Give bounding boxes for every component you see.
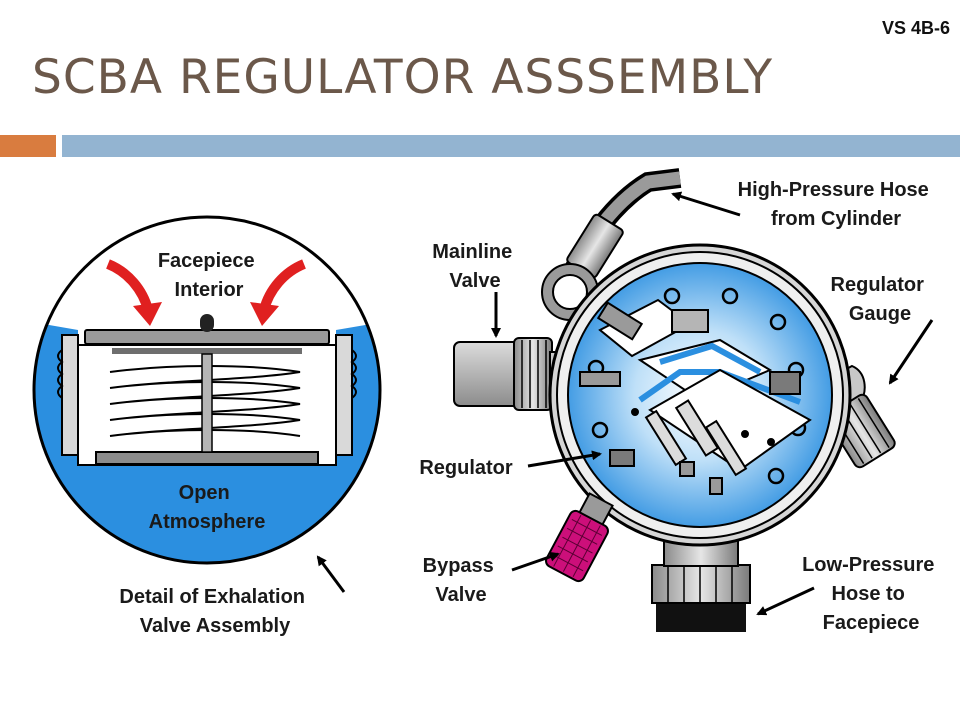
pointer-regulator-gauge xyxy=(888,319,934,385)
label-exhalation-detail: Detail of Exhalation Valve Assembly xyxy=(119,586,310,637)
exhalation-detail-circle xyxy=(32,215,382,565)
label-regulator-gauge: Regulator Gauge xyxy=(831,274,930,325)
bypass-valve xyxy=(545,492,614,583)
pointer-exhalation-detail xyxy=(316,555,346,593)
label-mainline-valve: Mainline Valve xyxy=(432,241,518,292)
accent-bar-orange xyxy=(0,135,56,157)
pointer-regulator xyxy=(527,450,602,468)
label-high-pressure-hose: High-Pressure Hose from Cylinder xyxy=(738,179,935,230)
low-pressure-hose xyxy=(651,535,751,632)
label-bypass-valve: Bypass Valve xyxy=(423,555,500,606)
pointer-bypass-valve xyxy=(511,551,560,572)
accent-bar-blue xyxy=(62,135,960,157)
red-arrow-left-icon xyxy=(105,259,162,326)
label-open-atmosphere: Open Atmosphere xyxy=(149,482,266,533)
mainline-valve-knob xyxy=(453,337,571,411)
label-facepiece-interior: Facepiece Interior xyxy=(158,250,260,301)
pointer-high-pressure-hose xyxy=(671,191,741,217)
label-regulator: Regulator xyxy=(419,457,513,479)
inner-mechanism xyxy=(579,298,812,495)
slide-code: VS 4B-6 xyxy=(881,18,950,38)
regulator-diagram: Facepiece Interior Open Atmosphere Detai… xyxy=(32,168,940,637)
pointer-low-pressure-hose xyxy=(756,586,815,616)
red-arrow-right-icon xyxy=(250,259,307,326)
label-low-pressure-hose: Low-Pressure Hose to Facepiece xyxy=(802,554,940,634)
slide-title: SCBA REGULATOR ASSSEMBLY xyxy=(32,50,774,105)
